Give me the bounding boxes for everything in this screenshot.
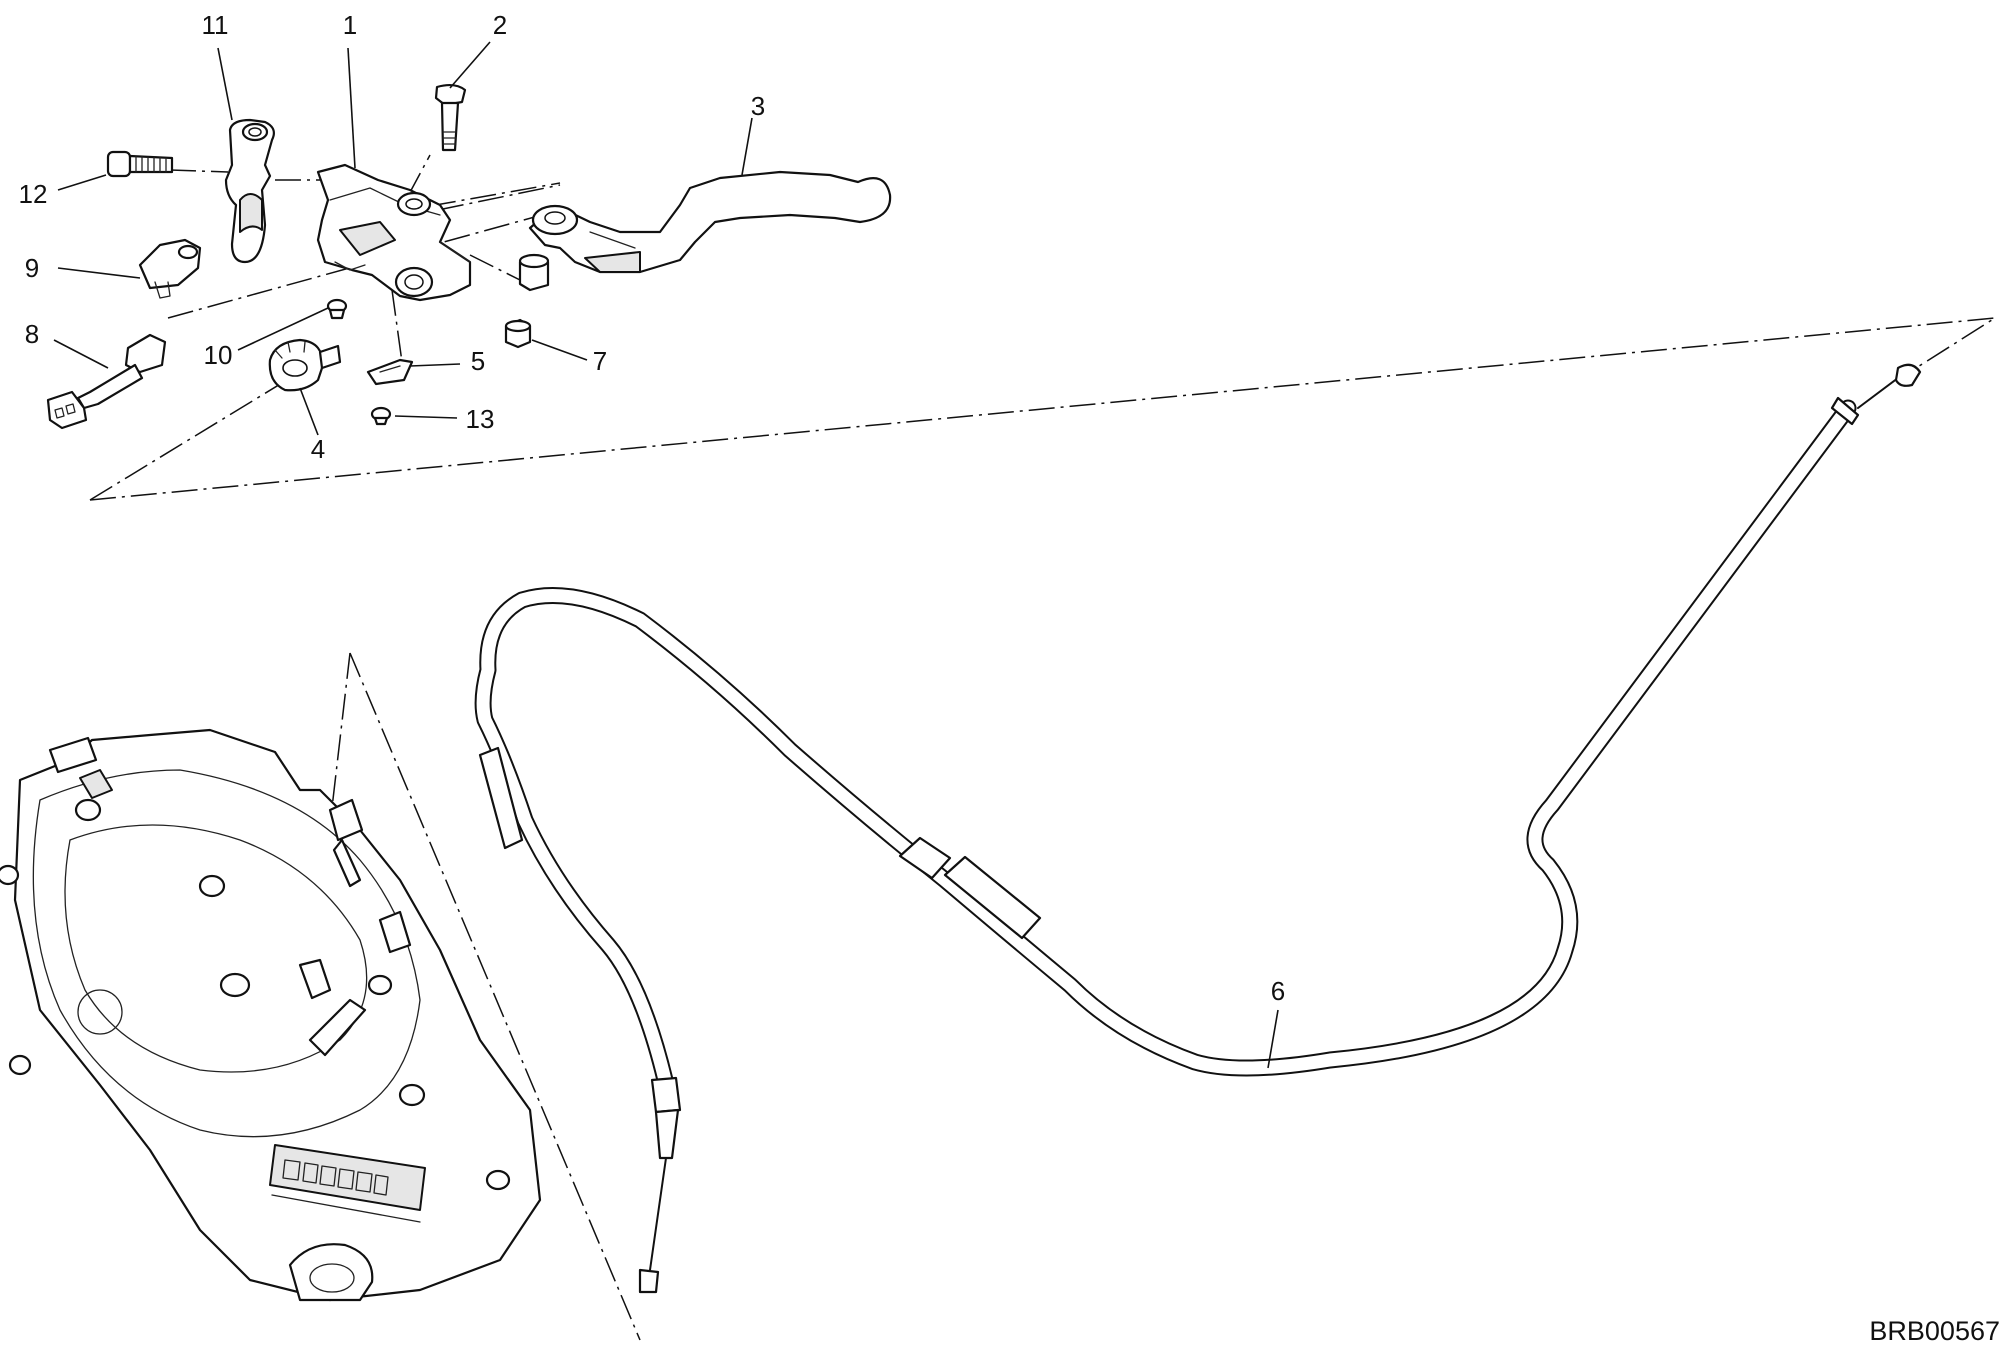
part-13-screw bbox=[370, 406, 392, 426]
part-5-clip-plate bbox=[366, 358, 414, 386]
callout-7: 7 bbox=[593, 346, 607, 376]
callout-5: 5 bbox=[471, 346, 485, 376]
part-7-bush bbox=[504, 253, 550, 349]
part-2-pivot-pin bbox=[434, 83, 467, 152]
callout-8: 8 bbox=[25, 319, 39, 349]
leader-lines bbox=[53, 41, 1279, 1069]
part-1-lever-bracket bbox=[316, 163, 472, 302]
part-4-adjuster bbox=[268, 338, 342, 392]
part-9-switch-clip bbox=[138, 238, 202, 299]
callout-6: 6 bbox=[1271, 976, 1285, 1006]
engine-clutch-cover bbox=[0, 728, 542, 1302]
callouts: 11 1 2 3 12 9 8 10 5 7 4 13 6 bbox=[19, 10, 1286, 1006]
part-8-switch bbox=[46, 333, 167, 430]
callout-1: 1 bbox=[343, 10, 357, 40]
callout-10: 10 bbox=[204, 340, 233, 370]
drawing-code: BRB00567 bbox=[1869, 1316, 2000, 1346]
part-12-bolt bbox=[106, 150, 174, 178]
callout-11: 11 bbox=[202, 10, 229, 40]
part-11-clamp bbox=[224, 118, 275, 264]
callout-3: 3 bbox=[751, 91, 765, 121]
callout-9: 9 bbox=[25, 253, 39, 283]
callout-4: 4 bbox=[311, 434, 325, 464]
part-3-clutch-lever bbox=[528, 170, 892, 274]
part-10-screw bbox=[326, 298, 348, 320]
callout-2: 2 bbox=[493, 10, 507, 40]
callout-12: 12 bbox=[19, 179, 48, 209]
callout-13: 13 bbox=[466, 404, 495, 434]
part-6-clutch-cable bbox=[474, 363, 1922, 1294]
